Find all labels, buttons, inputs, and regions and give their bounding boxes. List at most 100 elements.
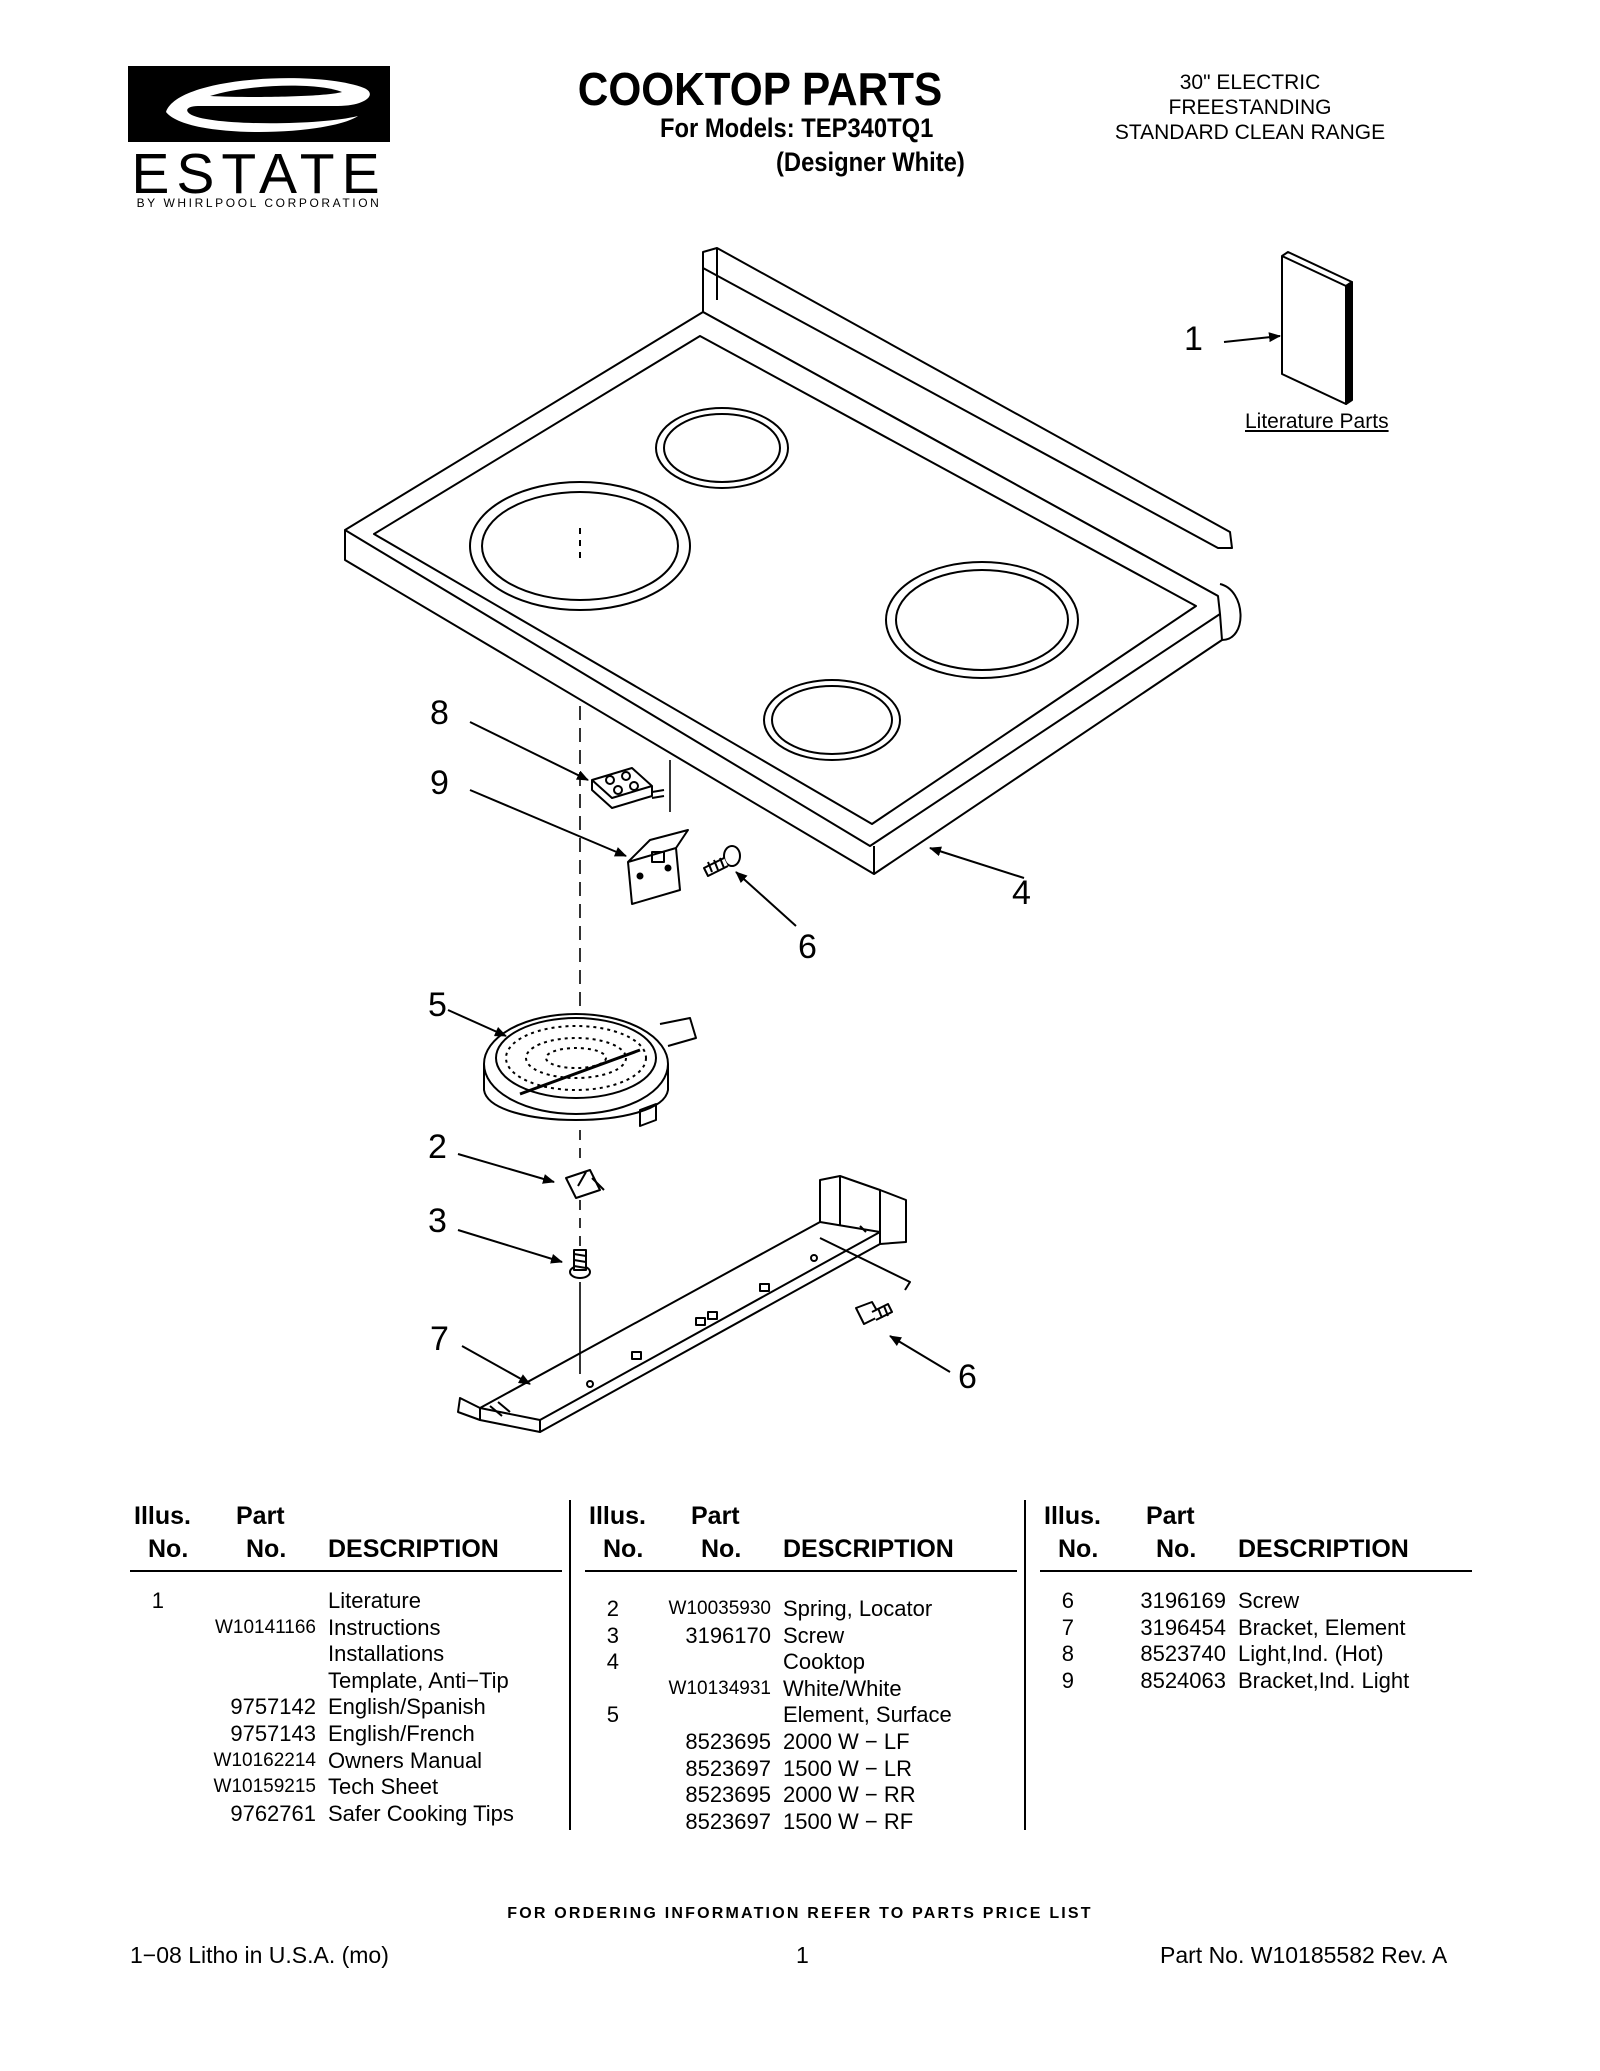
part-number: W10035930: [668, 1598, 771, 1619]
part-number: 8523695: [685, 1782, 771, 1808]
illus-number: 3: [606, 1622, 619, 1648]
part-description: Instructions: [328, 1614, 441, 1640]
header-illus: Illus.No.: [134, 1502, 191, 1563]
header-illus: Illus.No.: [589, 1502, 646, 1563]
part-number: W10134931: [668, 1677, 771, 1699]
illus-number: 4: [606, 1649, 619, 1675]
callout-4: 4: [1012, 874, 1031, 912]
page-title: COOKTOP PARTS: [577, 63, 943, 115]
part-number: W10159215: [213, 1776, 316, 1798]
part-description: Bracket, Element: [1238, 1614, 1406, 1640]
illus-number: 8: [1061, 1641, 1074, 1667]
part-description: Bracket,Ind. Light: [1238, 1667, 1410, 1693]
part-number: 8523697: [685, 1808, 771, 1834]
part-description: Tech Sheet: [328, 1774, 439, 1800]
product-description: 30" ELECTRIC FREESTANDING STANDARD CLEAN…: [1100, 70, 1400, 146]
literature-parts-label: Literature Parts: [1245, 410, 1389, 433]
callout-6-lower: 6: [958, 1358, 977, 1396]
part-description: White/White: [783, 1675, 902, 1701]
color-line: (Designer White): [776, 147, 965, 177]
part-number: 8524063: [1140, 1667, 1226, 1693]
screw-icon: [855, 1301, 893, 1325]
table-row: 4 Cooktop: [585, 1649, 1017, 1675]
footer-page-number: 1: [796, 1942, 809, 1968]
table-row: 7 3196454 Bracket, Element: [1040, 1615, 1472, 1641]
product-line-2: STANDARD CLEAN RANGE: [1114, 121, 1386, 145]
cooktop-icon: [344, 247, 1242, 875]
header-rule: [130, 1570, 562, 1572]
part-description: Screw: [1238, 1588, 1300, 1613]
surface-element-icon: [483, 1013, 697, 1127]
column-divider: [1024, 1500, 1026, 1830]
spring-locator-icon: [565, 1169, 605, 1199]
table-row: 9757143 English/French: [130, 1721, 562, 1747]
part-description: English/Spanish: [328, 1694, 486, 1720]
part-number: W10162214: [213, 1749, 316, 1771]
exploded-parts-diagram: [344, 247, 1353, 1433]
column-divider: [569, 1500, 571, 1830]
screw-icon: [569, 1249, 591, 1279]
part-description: Owners Manual: [328, 1747, 483, 1773]
brand-name: ESTATE: [131, 142, 387, 206]
part-description: 2000 W − RR: [783, 1782, 916, 1808]
part-description: Spring, Locator: [783, 1596, 933, 1621]
part-number: 9757143: [230, 1721, 316, 1746]
part-number: W10141166: [214, 1616, 316, 1638]
table-row: 8523695 2000 W − RR: [585, 1782, 1017, 1808]
part-description: Element, Surface: [783, 1702, 952, 1728]
table-row: W10159215 Tech Sheet: [130, 1774, 562, 1800]
callout-8: 8: [430, 694, 449, 732]
part-description: Literature: [328, 1588, 421, 1613]
header-rule: [585, 1570, 1017, 1572]
element-bracket-icon: [457, 1175, 911, 1433]
callout-7: 7: [430, 1320, 449, 1358]
callout-2: 2: [428, 1128, 447, 1166]
table-row: 8523697 1500 W − LR: [585, 1756, 1017, 1782]
illus-number: 6: [1061, 1588, 1074, 1613]
callout-9: 9: [430, 764, 449, 802]
part-description: Cooktop: [783, 1649, 865, 1675]
product-line-1: 30" ELECTRIC FREESTANDING: [1168, 71, 1332, 120]
illus-number: 7: [1061, 1614, 1074, 1640]
brand-tagline: BY WHIRLPOOL CORPORATION: [136, 196, 382, 210]
part-description: 2000 W − LF: [783, 1729, 910, 1754]
footer-litho: 1−08 Litho in U.S.A. (mo): [130, 1942, 389, 1968]
table-row: W10141166 Instructions: [130, 1615, 562, 1641]
part-description: Installations: [328, 1641, 445, 1667]
part-description: Template, Anti−Tip: [328, 1667, 509, 1693]
callout-3: 3: [428, 1202, 447, 1240]
part-number: 3196454: [1140, 1614, 1226, 1640]
part-description: 1500 W − LR: [783, 1755, 913, 1781]
part-number: 8523695: [685, 1729, 771, 1754]
callout-6-upper: 6: [798, 928, 817, 966]
table-row: 5 Element, Surface: [585, 1702, 1017, 1728]
ordering-note: FOR ORDERING INFORMATION REFER TO PARTS …: [507, 1905, 1093, 1922]
illus-number: 5: [606, 1702, 619, 1728]
illus-number: 2: [606, 1596, 619, 1621]
header-description: DESCRIPTION: [783, 1535, 954, 1563]
part-number: 8523697: [685, 1755, 771, 1781]
header-description: DESCRIPTION: [328, 1535, 499, 1563]
table-row: Template, Anti−Tip: [130, 1668, 562, 1694]
models-line: For Models: TEP340TQ1: [660, 113, 934, 143]
indicator-bracket-icon: [627, 829, 689, 905]
part-description: English/French: [328, 1721, 475, 1746]
part-number: 9762761: [230, 1800, 316, 1826]
footer-part-number: Part No. W10185582 Rev. A: [1160, 1942, 1448, 1968]
header-illus: Illus.No.: [1044, 1502, 1101, 1563]
part-number: 3196169: [1140, 1588, 1226, 1613]
callout-5: 5: [428, 986, 447, 1024]
part-description: Light,Ind. (Hot): [1238, 1641, 1384, 1667]
table-row: W10134931 White/White: [585, 1676, 1017, 1702]
callout-1: 1: [1184, 320, 1203, 358]
part-description: Screw: [783, 1622, 845, 1648]
